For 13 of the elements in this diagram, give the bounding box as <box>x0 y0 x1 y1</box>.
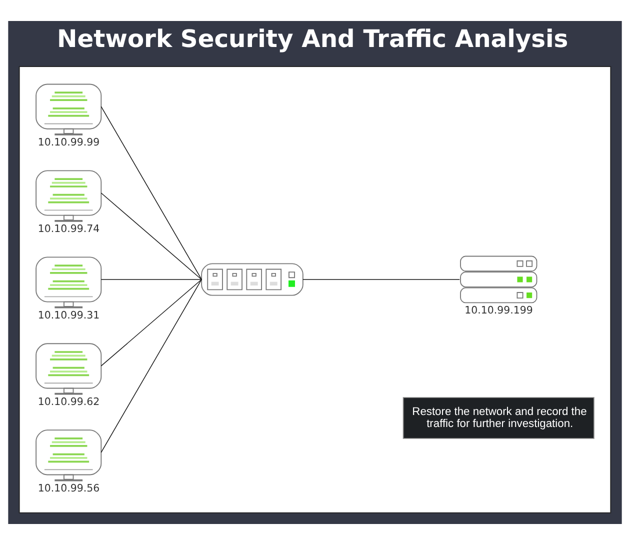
connector <box>100 278 202 280</box>
node-label: 10.10.99.56 <box>38 482 100 494</box>
connector <box>302 278 460 280</box>
connector <box>100 106 202 280</box>
diagram-title: Network Security And Traffic Analysis <box>56 24 568 52</box>
node-label: 10.10.99.74 <box>38 223 100 234</box>
node-label: 10.10.99.99 <box>38 136 100 148</box>
node-label: 10.10.99.31 <box>38 310 100 321</box>
node-label: 10.10.99.62 <box>38 396 100 408</box>
connector <box>100 192 202 280</box>
node-label: 10.10.99.199 <box>464 305 533 316</box>
connector <box>100 278 202 366</box>
connector <box>100 278 202 452</box>
